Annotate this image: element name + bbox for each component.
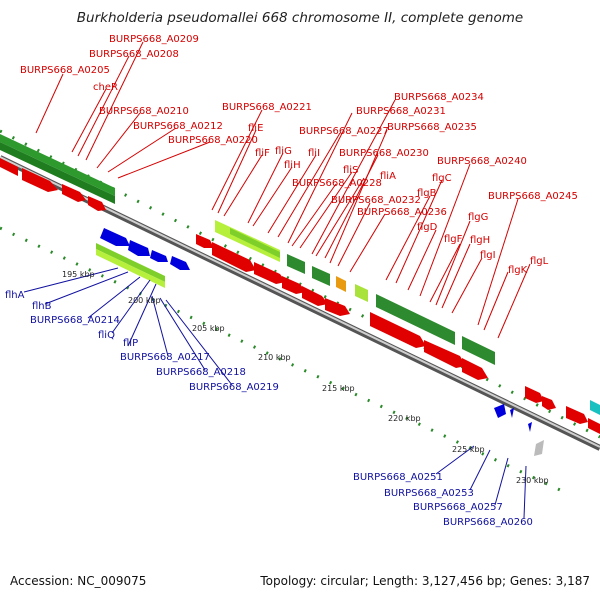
gene-label: BURPS668_A0230: [339, 148, 429, 159]
gene-label: fliF: [255, 148, 270, 159]
gene-label: fliA: [380, 171, 396, 182]
map-title: Burkholderia pseudomallei 668 chromosome…: [76, 10, 524, 26]
gene-label: BURPS668_A0209: [109, 34, 199, 45]
gene-label: flgD: [417, 222, 438, 233]
tick-label: 210 kbp: [258, 353, 291, 362]
kbp-tick-labels: 195 kbp 200 kbp 205 kbp 210 kbp 215 kbp …: [62, 270, 549, 485]
gene-label: BURPS668_A0208: [89, 49, 179, 60]
gene-label: BURPS668_A0214: [30, 315, 120, 326]
gene-label: cheR: [93, 82, 118, 93]
tick-label: 215 kbp: [322, 384, 355, 393]
gene-label: BURPS668_A0257: [413, 502, 503, 513]
gene-label: BURPS668_A0236: [357, 207, 447, 218]
gene-label: fliE: [248, 123, 263, 134]
bottom-leader-lines: [23, 267, 527, 519]
gene-label: BURPS668_A0210: [99, 106, 189, 117]
tick-label: 200 kbp: [128, 296, 161, 305]
reverse-feature-track: [96, 243, 165, 288]
gene-label: BURPS668_A0240: [437, 156, 527, 167]
gene-label: flgH: [470, 235, 490, 246]
inner-tick-ring: [0, 226, 561, 492]
gene-label: BURPS668_A0253: [384, 488, 474, 499]
gene-label: BURPS668_A0260: [443, 517, 533, 528]
gene-label: BURPS668_A0217: [120, 352, 210, 363]
tick-label: 205 kbp: [192, 324, 225, 333]
gene-label: BURPS668_A0232: [331, 195, 421, 206]
gene-label: flgI: [480, 250, 496, 261]
tick-label: 225 kbp: [452, 445, 485, 454]
tick-label: 220 kbp: [388, 414, 421, 423]
bottom-gene-labels: flhA flhB BURPS668_A0214 fliQ fliP BURPS…: [5, 290, 533, 528]
genome-summary-text: Topology: circular; Length: 3,127,456 bp…: [260, 574, 590, 588]
gene-label: fliG: [275, 146, 292, 157]
gene-label: flgK: [508, 265, 528, 276]
forward-feature-track: [0, 134, 600, 415]
gene-label: BURPS668_A0218: [156, 367, 246, 378]
gene-label: BURPS668_A0231: [356, 106, 446, 117]
gene-label: BURPS668_A0234: [394, 92, 484, 103]
gene-label: flhA: [5, 290, 25, 301]
gene-label: flgG: [468, 212, 488, 223]
tick-label: 230 kbp: [516, 476, 549, 485]
gene-label: flhB: [32, 301, 52, 312]
gene-label: fliH: [284, 160, 301, 171]
tick-label: 195 kbp: [62, 270, 95, 279]
gene-label: flgB: [417, 188, 437, 199]
gene-label: BURPS668_A0220: [168, 135, 258, 146]
gene-label: flgF: [444, 234, 463, 245]
gene-label: BURPS668_A0235: [387, 122, 477, 133]
gene-label: BURPS668_A0251: [353, 472, 443, 483]
accession-text: Accession: NC_009075: [10, 574, 147, 588]
gene-label: BURPS668_A0205: [20, 65, 110, 76]
top-gene-labels: BURPS668_A0209 BURPS668_A0208 BURPS668_A…: [20, 34, 578, 276]
gene-label: BURPS668_A0227: [299, 126, 389, 137]
gene-label: BURPS668_A0219: [189, 382, 279, 393]
gene-label: fliP: [123, 338, 138, 349]
gene-label: BURPS668_A0228: [292, 178, 382, 189]
gene-label: fliI: [308, 148, 320, 159]
gene-label: BURPS668_A0221: [222, 102, 312, 113]
forward-cds-track: [0, 158, 600, 434]
gene-label: flgC: [432, 173, 452, 184]
top-leader-lines: [35, 41, 531, 339]
gene-label: BURPS668_A0212: [133, 121, 223, 132]
reverse-cds-track: [100, 228, 544, 456]
gene-label: fliQ: [98, 330, 115, 341]
gene-label: BURPS668_A0245: [488, 191, 578, 202]
gene-label: flgL: [530, 256, 549, 267]
gene-label: fliS: [343, 165, 358, 176]
